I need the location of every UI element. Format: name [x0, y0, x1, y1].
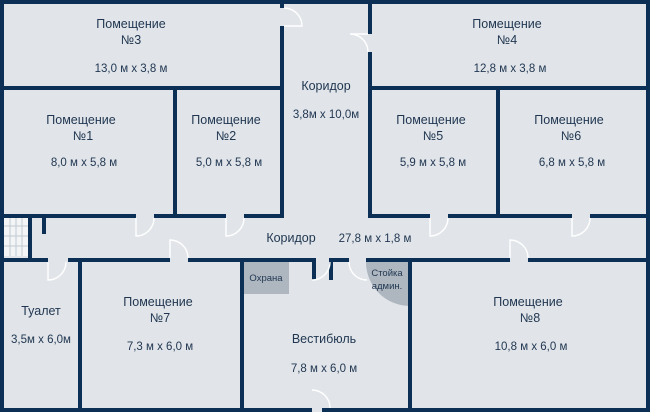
room2-size: 5,0 м х 5,8 м: [196, 157, 262, 169]
security-label: Охрана: [249, 273, 283, 284]
room8-name: Помещение: [493, 295, 562, 309]
room5-number: №5: [423, 129, 443, 143]
room1-name: Помещение: [46, 113, 115, 127]
room4-size: 12,8 м х 3,8 м: [474, 63, 547, 75]
toilet-size: 3,5м х 6,0м: [11, 334, 71, 346]
corridor-horizontal-size: 27,8 м х 1,8 м: [339, 233, 412, 245]
lobby-name: Вестибюль: [292, 332, 356, 346]
room4-number: №4: [497, 33, 517, 47]
corridor-horizontal-name: Коридор: [266, 231, 315, 245]
room5-name: Помещение: [396, 113, 465, 127]
room2-name: Помещение: [191, 113, 260, 127]
toilet-name: Туалет: [21, 304, 61, 318]
room6-name: Помещение: [534, 113, 603, 127]
room7-number: №7: [150, 311, 170, 325]
room1-size: 8,0 м х 5,8 м: [51, 157, 117, 169]
admin-desk-label-2: админ.: [372, 281, 403, 292]
room6-size: 6,8 м х 5,8 м: [539, 157, 605, 169]
room3-number: №3: [121, 33, 141, 47]
admin-desk-label-1: Стойка: [371, 268, 403, 279]
room7-size: 7,3 м х 6,0 м: [127, 341, 193, 353]
room2-number: №2: [216, 129, 236, 143]
room3-size: 13,0 м х 3,8 м: [95, 63, 168, 75]
room3-name: Помещение: [96, 17, 165, 31]
room8-number: №8: [520, 311, 540, 325]
room6-number: №6: [561, 129, 581, 143]
lobby-size: 7,8 м х 6,0 м: [291, 363, 357, 375]
room8-size: 10,8 м х 6,0 м: [495, 341, 568, 353]
room5-size: 5,9 м х 5,8 м: [400, 157, 466, 169]
admin-desk-counter: [366, 262, 410, 306]
room7-name: Помещение: [123, 295, 192, 309]
corridor-vertical-size: 3,8м х 10,0м: [293, 109, 359, 121]
room1-number: №1: [73, 129, 93, 143]
stairs-icon: [4, 217, 28, 256]
corridor-vertical-name: Коридор: [301, 79, 350, 93]
doors: [47, 7, 591, 409]
fixtures: [4, 217, 410, 306]
labels: Помещение №3 13,0 м х 3,8 м Помещение №4…: [11, 17, 605, 375]
room4-name: Помещение: [472, 17, 541, 31]
security-booth: [243, 262, 289, 294]
